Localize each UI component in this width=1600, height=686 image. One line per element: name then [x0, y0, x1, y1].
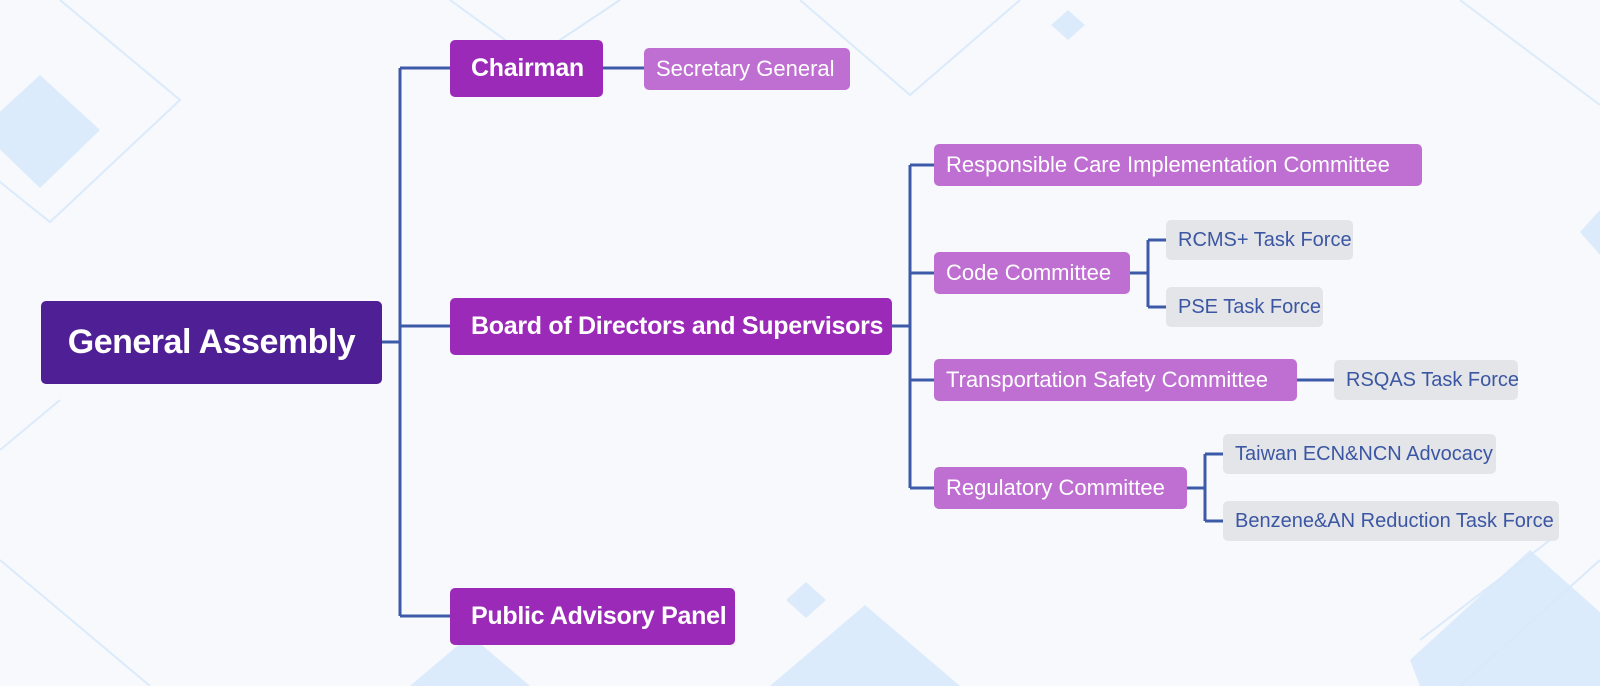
chairman-label: Chairman: [471, 54, 584, 82]
rc-implementation-committee-node: Responsible Care Implementation Committe…: [934, 144, 1422, 186]
regulatory-committee-label: Regulatory Committee: [946, 475, 1165, 500]
benzene-an-task-force-label: Benzene&AN Reduction Task Force: [1235, 509, 1554, 532]
rsqas-task-force-label: RSQAS Task Force: [1346, 368, 1520, 391]
ecn-ncn-advocacy-label: Taiwan ECN&NCN Advocacy: [1235, 442, 1493, 465]
public-advisory-panel-node: Public Advisory Panel: [450, 588, 735, 645]
transportation-safety-committee-node: Transportation Safety Committee: [934, 359, 1297, 401]
rc-implementation-committee-label: Responsible Care Implementation Committe…: [946, 152, 1390, 177]
general-assembly-label: General Assembly: [67, 323, 356, 361]
secretary-general-label: Secretary General: [656, 56, 835, 81]
chairman-node: Chairman: [450, 40, 603, 97]
code-committee-node: Code Committee: [934, 252, 1130, 294]
ecn-ncn-advocacy-node: Taiwan ECN&NCN Advocacy: [1223, 434, 1496, 474]
pse-task-force-label: PSE Task Force: [1178, 295, 1322, 318]
rcms-task-force-label: RCMS+ Task Force: [1178, 228, 1352, 251]
board-label: Board of Directors and Supervisors: [471, 312, 884, 340]
rcms-task-force-node: RCMS+ Task Force: [1166, 220, 1353, 260]
secretary-general-node: Secretary General: [644, 48, 850, 90]
public-advisory-panel-label: Public Advisory Panel: [471, 602, 727, 630]
transportation-safety-committee-label: Transportation Safety Committee: [946, 367, 1268, 392]
regulatory-committee-node: Regulatory Committee: [934, 467, 1187, 509]
code-committee-label: Code Committee: [946, 260, 1112, 285]
benzene-an-task-force-node: Benzene&AN Reduction Task Force: [1223, 501, 1559, 541]
general-assembly-node: General Assembly: [41, 301, 382, 384]
pse-task-force-node: PSE Task Force: [1166, 287, 1323, 327]
rsqas-task-force-node: RSQAS Task Force: [1334, 360, 1520, 400]
board-node: Board of Directors and Supervisors: [450, 298, 892, 355]
